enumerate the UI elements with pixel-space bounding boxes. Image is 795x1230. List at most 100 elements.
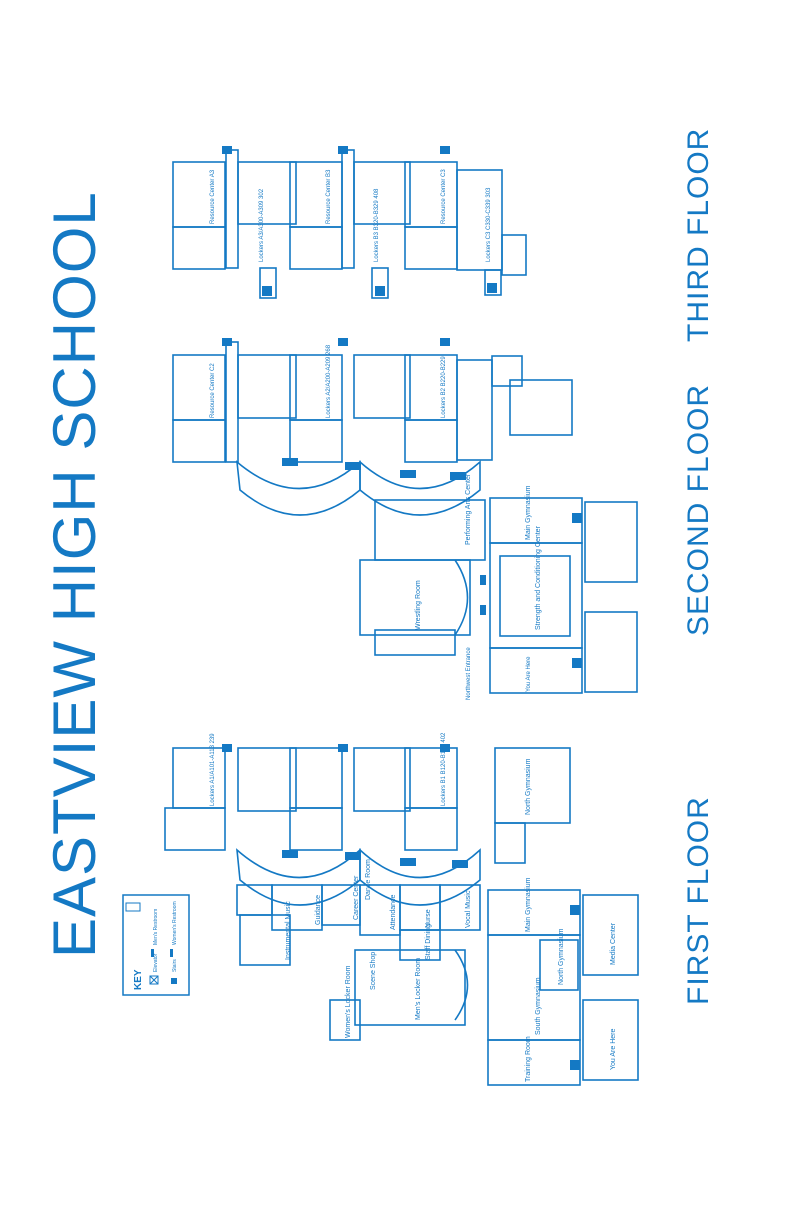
label-food-court: Guidance bbox=[315, 895, 322, 925]
elevator-icon-cross-2 bbox=[149, 975, 159, 985]
second-floor-atrium-b bbox=[359, 460, 481, 516]
wing-a3-upper bbox=[172, 161, 226, 228]
label-scene-shop: Women's Locker Room bbox=[345, 965, 352, 1038]
stairs-icon bbox=[452, 860, 468, 868]
second-floor-plan bbox=[172, 341, 638, 694]
stairs-icon bbox=[345, 462, 361, 470]
instrumental-curve bbox=[454, 949, 469, 1021]
attendance bbox=[439, 884, 481, 931]
lockers-a2 bbox=[237, 354, 297, 419]
lockers-b1 bbox=[353, 747, 411, 812]
stage-curve bbox=[454, 559, 469, 636]
key-compass-box bbox=[125, 902, 141, 912]
strength-center bbox=[489, 647, 583, 694]
wing-a2-lower bbox=[172, 419, 226, 463]
gym-balcony-north bbox=[584, 501, 638, 583]
label-stage: Scene Shop bbox=[370, 952, 377, 990]
receiving bbox=[239, 914, 291, 966]
stairs-icon bbox=[440, 744, 450, 752]
tech-studio bbox=[491, 355, 523, 387]
stairs-icon bbox=[338, 146, 348, 154]
stairs-icon bbox=[480, 605, 486, 615]
wing-a1-lower bbox=[164, 807, 226, 851]
scene-shop bbox=[329, 999, 361, 1041]
stairs-icon bbox=[400, 470, 416, 478]
label-resource-center-a3: Resource Center A3 bbox=[210, 169, 216, 224]
stairs-icon bbox=[400, 858, 416, 866]
label-receiving: Instrumental Music bbox=[285, 901, 292, 960]
key-womens-label: Women's Restroom bbox=[172, 901, 178, 945]
stairs-icon bbox=[222, 744, 232, 752]
wing-a3-lower bbox=[172, 226, 226, 270]
staff-resource bbox=[509, 379, 573, 436]
vocal-music bbox=[399, 929, 441, 961]
label-training-room: North Gymnasium bbox=[558, 928, 565, 985]
performing-arts-center bbox=[359, 559, 471, 636]
map-key: KEY Elevator Stairs Men's Restroom Women… bbox=[122, 894, 190, 996]
label-lockers-b3: Lockers B3 B320-B329 408 bbox=[374, 188, 380, 262]
label-womens-locker-room: Training Room bbox=[525, 1036, 532, 1082]
label-instrumental-music: Men's Locker Room bbox=[415, 958, 422, 1020]
label-lockers-a3: Lockers A3/A300-A309 302 bbox=[259, 188, 265, 262]
label-resource-center-c3: Resource Center C3 bbox=[441, 169, 447, 224]
wing-a2-upper bbox=[172, 354, 226, 421]
label-mens-locker-room: Main Gymnasium bbox=[525, 877, 532, 932]
pac-lobby bbox=[374, 629, 456, 656]
label-performing-arts: Wrestling Room bbox=[415, 580, 422, 630]
label-career-center: Nurse bbox=[425, 909, 432, 928]
stairs-icon bbox=[572, 658, 582, 668]
stairs-icon bbox=[480, 575, 486, 585]
stairs-icon bbox=[440, 338, 450, 346]
key-box bbox=[122, 894, 190, 996]
mens-locker-room bbox=[487, 889, 581, 936]
label-media-center: North Gymnasium bbox=[525, 758, 532, 815]
stairs-icon bbox=[222, 146, 232, 154]
label-guidance: Attendance bbox=[390, 894, 397, 930]
gym-balcony-south bbox=[584, 611, 638, 693]
label-resource-center-b3: Resource Center B3 bbox=[326, 169, 332, 224]
label-student-commons: Dance Room bbox=[365, 859, 372, 900]
wing-c2-lower bbox=[404, 419, 458, 463]
key-elevator-label: Elevator bbox=[153, 953, 159, 972]
lockers-a3 bbox=[237, 161, 297, 225]
stairs-icon bbox=[338, 338, 348, 346]
label-attendance: Vocal Music bbox=[465, 890, 472, 928]
label-main-gym-2: Strength and Conditioning Center bbox=[535, 525, 542, 630]
key-title: KEY bbox=[133, 969, 144, 990]
main-gym-1 bbox=[487, 934, 581, 1041]
stairs-icon bbox=[450, 472, 466, 480]
first-floor-plan bbox=[164, 747, 639, 1086]
corridor-a3 bbox=[225, 149, 239, 269]
media-center bbox=[494, 747, 571, 824]
main-gym-court bbox=[499, 555, 571, 637]
north-gym bbox=[582, 999, 639, 1081]
wing-c3-lower bbox=[404, 226, 458, 270]
wing-b3-upper bbox=[289, 161, 343, 228]
stairs-icon bbox=[282, 458, 298, 466]
lockers-c3 bbox=[456, 169, 503, 271]
womens-restroom-icon bbox=[170, 949, 173, 957]
label-resource-center-b2: Lockers A2/A200-A209 268 bbox=[326, 344, 332, 418]
elevator-icon bbox=[149, 975, 159, 985]
lockers-b3 bbox=[353, 161, 411, 225]
wing-b2-upper bbox=[289, 354, 343, 421]
label-wrestling-room: Main Gymnasium bbox=[525, 485, 532, 540]
key-stairs-label: Stairs bbox=[172, 959, 178, 972]
wing-c1-upper bbox=[404, 747, 458, 809]
label-dance-room: Career Center bbox=[353, 875, 360, 920]
label-main-gym-1: South Gymnasium bbox=[535, 977, 542, 1035]
stairs-icon bbox=[222, 338, 232, 346]
wing-c2-upper bbox=[404, 354, 458, 421]
stairs-icon bbox=[282, 850, 298, 858]
third-stair-b bbox=[371, 267, 389, 299]
student-commons bbox=[236, 848, 361, 906]
label-resource-center-c1: Lockers B1 B120-B128 402 bbox=[441, 732, 447, 806]
lockers-room-c350 bbox=[501, 234, 527, 276]
wing-c1-lower bbox=[404, 807, 458, 851]
second-floor-atrium-a bbox=[235, 460, 361, 516]
stairs-icon bbox=[262, 286, 272, 296]
lockers-b2 bbox=[353, 354, 411, 419]
third-stair-a bbox=[259, 267, 277, 299]
stairs-icon bbox=[570, 905, 580, 915]
